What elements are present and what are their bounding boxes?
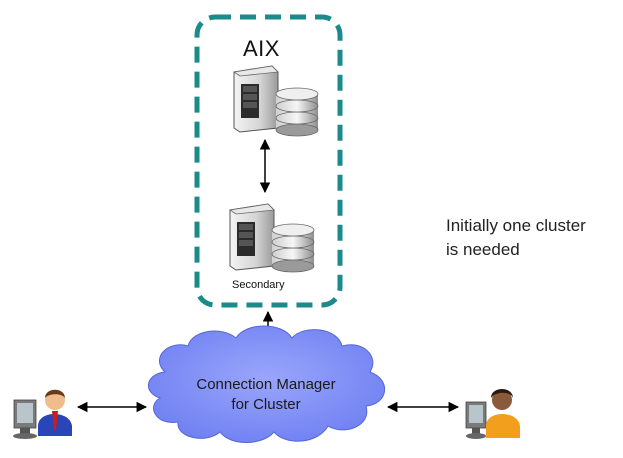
user-at-computer-icon xyxy=(465,389,520,439)
database-server-icon xyxy=(228,203,315,273)
database-server-icon xyxy=(232,65,319,137)
user-at-computer-icon xyxy=(13,389,72,439)
cluster-frame xyxy=(194,14,343,308)
cluster-note-line2: is needed xyxy=(446,240,520,259)
connection-manager-label: Connection Manager for Cluster xyxy=(168,375,364,415)
secondary-label: Secondary xyxy=(232,279,285,291)
connection-manager-line2: for Cluster xyxy=(231,396,301,413)
cluster-note: Initially one cluster is needed xyxy=(446,214,586,262)
cluster-note-line1: Initially one cluster xyxy=(446,216,586,235)
cluster-title: AIX xyxy=(243,36,280,61)
connection-manager-line1: Connection Manager xyxy=(196,376,336,393)
connection-manager-cloud xyxy=(148,325,386,443)
